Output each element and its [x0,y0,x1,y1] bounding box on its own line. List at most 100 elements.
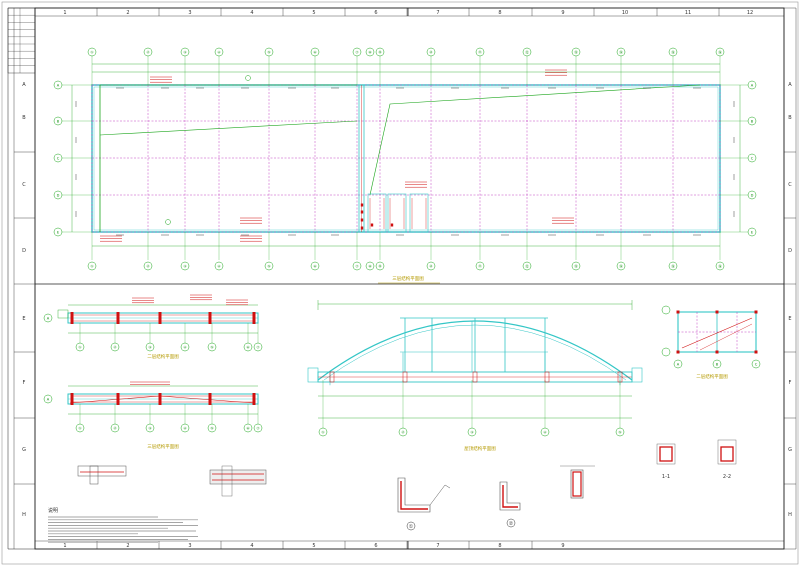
axis-bubble [253,423,263,433]
border-column-label: 4 [250,10,253,16]
border-column-label: 12 [747,10,753,16]
axis-bubble [747,153,757,163]
border-column-label: 7 [436,10,439,16]
border-column-label-bottom: 8 [498,543,501,549]
axis-bubble [747,80,757,90]
border-row-label-left: E [22,316,25,322]
axis-bubble [475,47,485,57]
axis-bubble-label: ⑤ [210,426,214,430]
axis-bubble-label: ② [401,430,404,434]
axis-bubble [475,261,485,271]
axis-bubble [145,342,155,352]
axis-bubble [540,427,550,437]
axis-bubble [668,261,678,271]
detail-2-label: ② [509,521,514,527]
axis-bubble [214,47,224,57]
axis-bubble [616,47,626,57]
border-column-label-bottom: 4 [250,543,253,549]
axis-bubble-label: ⑧ [368,264,372,268]
border-row-label-right: E [788,316,791,322]
axis-bubble-label: E [57,230,60,234]
axis-bubble-label: ⑪ [478,49,482,54]
axis-bubble-label: ⑯ [718,49,722,54]
axis-bubble-label: ⑨ [378,264,382,268]
axis-bubble-label: ⑤ [210,345,214,349]
notes-heading: 说明 [48,507,58,514]
axis-bubble [747,116,757,126]
axis-bubble [616,261,626,271]
axis-bubble-label: ⑭ [619,263,623,268]
border-row-label-right: F [789,380,792,386]
svg-text:A: A [47,397,50,401]
border-column-label: 6 [374,10,377,16]
axis-bubble-label: B [57,119,60,123]
border-column-label-bottom: 1 [63,543,66,549]
axis-bubble-label: ⑫ [525,49,529,54]
border-row-label-left: D [22,248,26,254]
axis-bubble-label: ⑨ [378,50,382,54]
axis-bubble [180,423,190,433]
axis-bubble [75,423,85,433]
axis-bubble-label: ⑭ [619,49,623,54]
axis-bubble-label: E [751,230,754,234]
detail-sections: ① ② 1-1 2-2 [77,439,737,531]
axis-bubble [75,342,85,352]
axis-bubble-label: ⑯ [718,263,722,268]
axis-bubble [180,47,190,57]
axis-bubble-label: ⑥ [246,426,250,430]
axis-bubble-label: ⑤ [267,264,271,268]
axis-bubble [365,47,375,57]
axis-bubble [615,427,625,437]
border-row-label-left: C [22,182,26,188]
axis-bubble-label: ① [321,430,324,434]
axis-bubble [365,261,375,271]
axis-bubble-label: ⑬ [574,263,578,268]
axis-bubble [571,47,581,57]
axis-bubble-label: ③ [148,426,151,430]
axis-bubble-label: ⑮ [671,263,675,268]
border-column-label: 11 [685,10,691,16]
axis-bubble [207,342,217,352]
axis-bubble-label: B [751,119,754,123]
axis-bubble-label: ⑦ [256,426,259,430]
axis-bubble [318,427,328,437]
border-row-label-right: A [788,82,792,88]
axis-bubble-label: ④ [543,430,546,434]
axis-bubble [668,47,678,57]
axis-bubble-label: ⑪ [478,263,482,268]
axis-bubble-label: ⑩ [429,264,432,268]
axis-bubble [253,342,263,352]
axis-bubble [426,47,436,57]
axis-bubble [571,261,581,271]
axis-bubble-label: ④ [183,426,186,430]
axis-bubble-label: ② [113,345,116,349]
axis-bubble-label: ③ [470,430,473,434]
axis-bubble [264,47,274,57]
axis-bubble-label: ③ [148,345,151,349]
svg-text:B: B [716,362,719,366]
beam2-title: 三层结构平面图 [147,443,179,450]
svg-text:C: C [755,362,758,366]
svg-text:A: A [677,362,680,366]
axis-bubble [522,47,532,57]
axis-bubble [352,261,362,271]
axis-bubble-label: ⑮ [671,49,675,54]
axis-bubble [145,423,155,433]
axis-bubble-label: ④ [217,264,220,268]
beam1-title: 二层结构平面图 [147,353,179,360]
axis-bubble [747,227,757,237]
axis-bubble [522,261,532,271]
axis-bubble-label: ⑫ [525,263,529,268]
axis-bubble-label: ⑤ [618,430,622,434]
axis-bubble [398,427,408,437]
border-row-label-right: D [788,248,792,254]
axis-bubble-label: D [57,193,60,197]
axis-bubble [143,47,153,57]
axis-bubble-label: ② [146,264,149,268]
border-row-label-left: G [22,447,26,453]
border-column-label-bottom: 9 [561,543,564,549]
